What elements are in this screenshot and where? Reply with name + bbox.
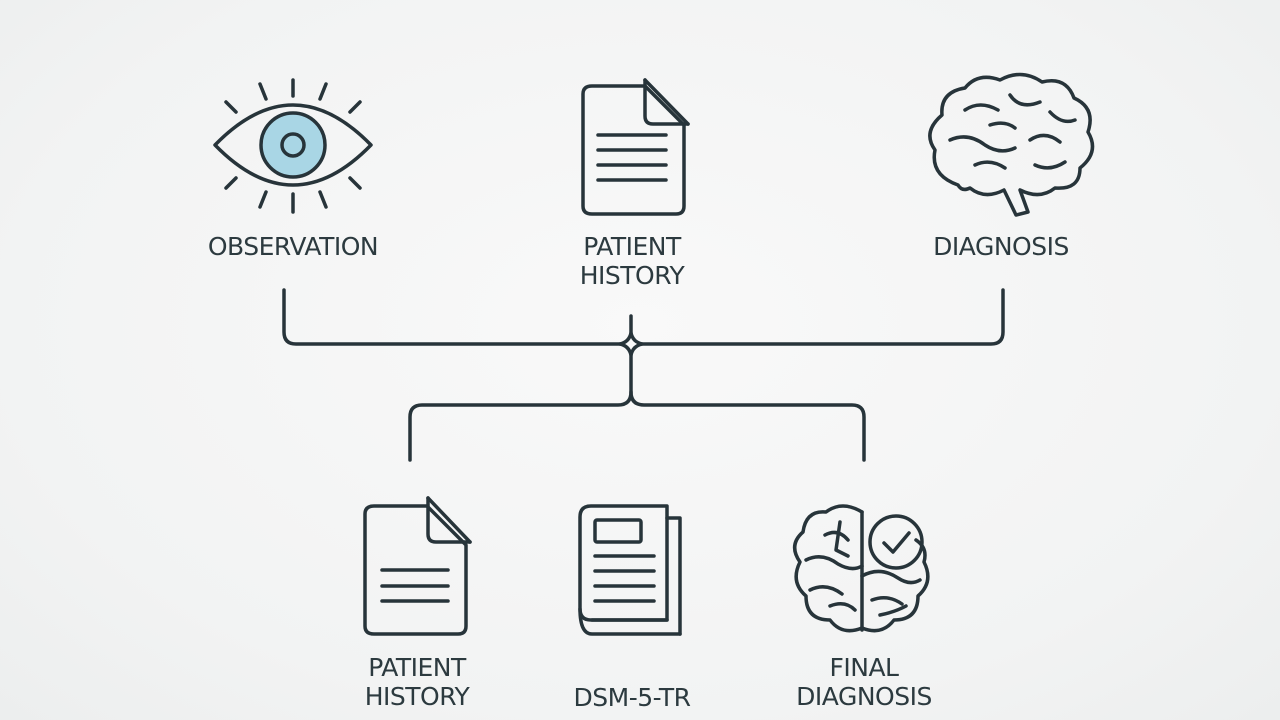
node-label-final-diagnosis: FINAL DIAGNOSIS <box>796 653 932 711</box>
document-icon-bottom <box>363 496 472 636</box>
book-icon <box>578 504 682 636</box>
node-label-dsm: DSM-5-TR <box>574 683 691 712</box>
label-line: DIAGNOSIS <box>933 232 1069 261</box>
label-line: HISTORY <box>364 682 470 711</box>
node-label-diagnosis: DIAGNOSIS <box>933 232 1069 261</box>
node-label-patient-history: PATIENT HISTORY <box>580 232 685 290</box>
eye-icon <box>213 78 373 214</box>
label-line: OBSERVATION <box>207 232 379 261</box>
label-line: DSM-5-TR <box>573 683 691 712</box>
brain-icon <box>928 72 1095 217</box>
node-label-patient-history-bottom: PATIENT HISTORY <box>365 653 470 711</box>
label-line: DIAGNOSIS <box>796 682 932 711</box>
label-line: PATIENT <box>583 232 681 261</box>
brain-check-icon <box>793 504 930 633</box>
label-line: PATIENT <box>368 653 466 682</box>
node-label-observation: OBSERVATION <box>207 232 379 261</box>
label-line: HISTORY <box>579 261 685 290</box>
label-line: FINAL <box>829 653 899 682</box>
document-icon <box>581 78 690 216</box>
connector-lines <box>282 288 1005 462</box>
